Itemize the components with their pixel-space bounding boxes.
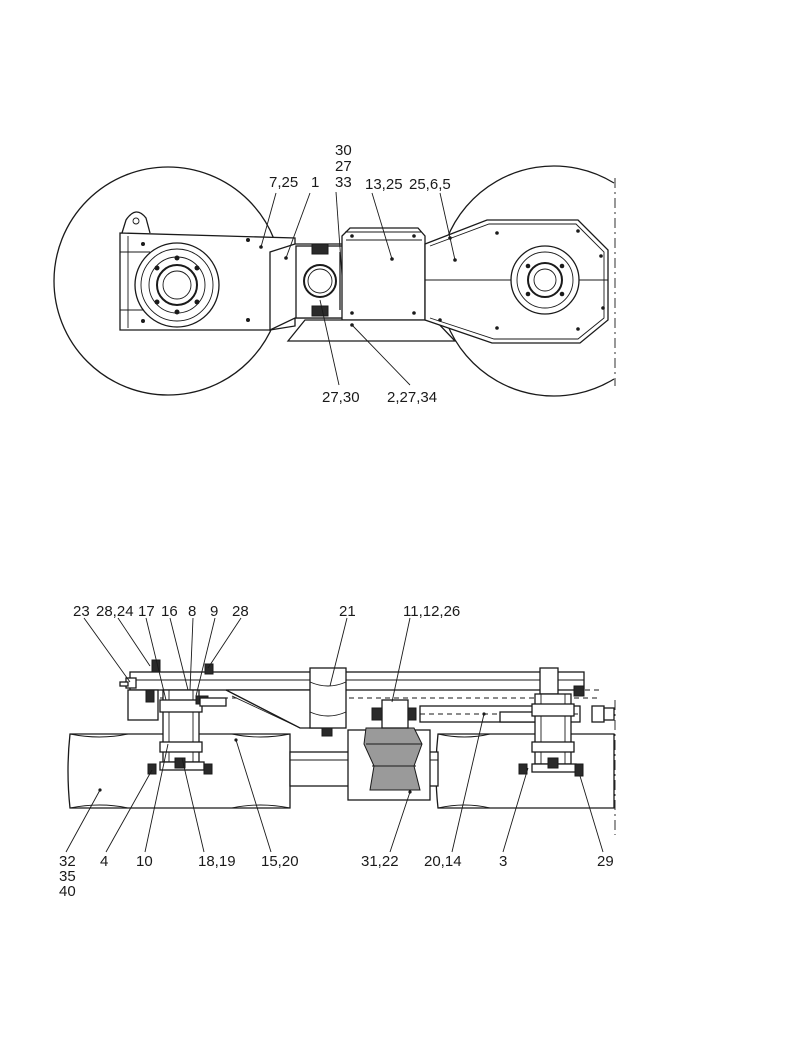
callout-s-35: 35 [59, 868, 76, 885]
callout-s-8: 8 [188, 603, 196, 620]
coupling-block [269, 243, 346, 332]
callout-s-4: 4 [100, 853, 108, 870]
callout-t-33: 33 [335, 174, 352, 191]
callout-t-7-25: 7,25 [269, 174, 298, 191]
center-gearbox [341, 227, 426, 321]
side-view: 23 28,24 17 16 8 9 28 21 11,12,26 32 35 … [59, 603, 616, 900]
callout-s-40: 40 [59, 883, 76, 900]
left-hub-outer [134, 242, 220, 328]
callout-t-27: 27 [335, 158, 352, 175]
right-hub-outer [510, 245, 580, 315]
top-view-leaders [260, 191, 456, 386]
top-view: 30 27 33 7,25 1 13,25 25,6,5 27,30 2,27,… [53, 142, 616, 406]
callout-s-29: 29 [597, 853, 614, 870]
main-beam [127, 671, 600, 729]
callout-s-31-22: 31,22 [361, 853, 399, 870]
left-bracket-assembly [119, 659, 227, 775]
callout-s-21: 21 [339, 603, 356, 620]
callout-s-9: 9 [210, 603, 218, 620]
callout-t-27-30: 27,30 [322, 389, 360, 406]
left-gearbox-housing [119, 211, 296, 331]
callout-s-17: 17 [138, 603, 155, 620]
right-gearbox-housing [424, 219, 609, 344]
callout-s-15-20: 15,20 [261, 853, 299, 870]
callout-s-16: 16 [161, 603, 178, 620]
left-rotor-drum [67, 733, 291, 809]
callout-s-18-19: 18,19 [198, 853, 236, 870]
callout-s-28: 28 [232, 603, 249, 620]
callout-s-28-24: 28,24 [96, 603, 134, 620]
callout-t-2-27-34: 2,27,34 [387, 389, 437, 406]
callout-s-20-14: 20,14 [424, 853, 462, 870]
right-bracket-assembly [518, 667, 615, 777]
callout-t-25-6-5: 25,6,5 [409, 176, 451, 193]
callout-s-32: 32 [59, 853, 76, 870]
skid-plate [286, 319, 457, 342]
callout-s-11-12-26: 11,12,26 [403, 603, 460, 620]
callout-t-13-25: 13,25 [365, 176, 403, 193]
callout-t-1: 1 [311, 174, 319, 191]
callout-s-23: 23 [73, 603, 90, 620]
callout-s-3: 3 [499, 853, 507, 870]
callout-t-30: 30 [335, 142, 352, 159]
callout-s-10: 10 [136, 853, 153, 870]
side-view-leaders [65, 617, 604, 853]
